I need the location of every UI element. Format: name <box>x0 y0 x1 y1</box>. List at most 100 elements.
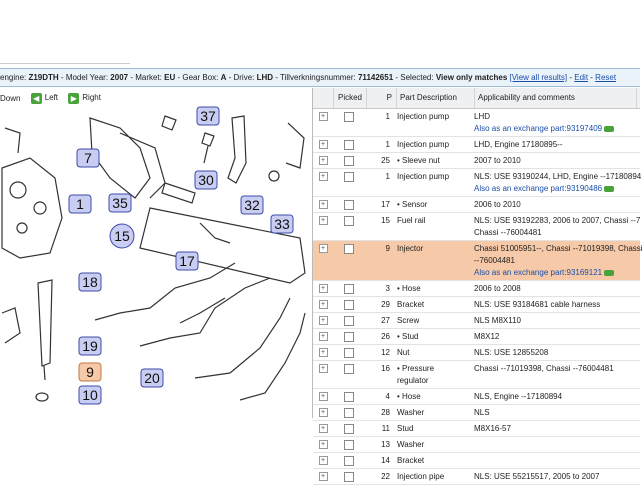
callout-19[interactable]: 19 <box>78 336 102 356</box>
edit-link[interactable]: Edit <box>574 73 589 82</box>
callout-10[interactable]: 10 <box>78 385 102 405</box>
expand-icon[interactable]: + <box>318 392 328 401</box>
callout-1[interactable]: 1 <box>68 194 92 214</box>
expand-icon[interactable]: + <box>318 440 328 449</box>
exchange-part-link[interactable]: Also as an exchange part:93169121 <box>474 267 632 279</box>
picked-checkbox[interactable] <box>344 300 354 310</box>
expand-icon[interactable]: + <box>318 244 328 253</box>
picked-checkbox[interactable] <box>344 472 354 482</box>
expand-cell: + <box>313 281 333 296</box>
app-col-header[interactable]: Applicability and comments <box>475 88 637 108</box>
callout-20[interactable]: 20 <box>140 368 164 388</box>
callout-label: 19 <box>82 338 98 354</box>
expand-icon[interactable]: + <box>318 200 328 209</box>
picked-checkbox[interactable] <box>344 392 354 402</box>
picked-checkbox[interactable] <box>344 140 354 150</box>
view-all-results-link[interactable]: [View all results] <box>509 73 568 82</box>
picked-checkbox[interactable] <box>344 348 354 358</box>
picked-cell <box>333 297 365 312</box>
expand-icon[interactable]: + <box>318 364 328 373</box>
picked-col-header[interactable]: Picked <box>334 88 367 108</box>
expand-icon[interactable]: + <box>318 408 328 417</box>
callout-32[interactable]: 32 <box>240 195 264 215</box>
applicability-cell: NLS: USE 55215517, 2005 to 2007 <box>474 472 600 481</box>
parts-diagram[interactable]: 37 7 30 35 1 32 33 15 17 18 19 9 20 10 <box>0 106 312 418</box>
picked-checkbox[interactable] <box>344 316 354 326</box>
picked-checkbox[interactable] <box>344 216 354 226</box>
picked-checkbox[interactable] <box>344 364 354 374</box>
callout-7[interactable]: 7 <box>76 148 100 168</box>
expand-icon[interactable]: + <box>318 112 328 121</box>
down-button[interactable]: Down <box>0 93 21 103</box>
callout-box <box>78 362 102 382</box>
picked-checkbox[interactable] <box>344 244 354 254</box>
callout-35[interactable]: 35 <box>108 193 132 213</box>
right-button[interactable]: ▶Right <box>68 89 101 107</box>
picked-checkbox[interactable] <box>344 408 354 418</box>
callout-15[interactable]: 15 <box>109 223 135 249</box>
reset-link[interactable]: Reset <box>595 73 617 82</box>
pane-divider[interactable] <box>312 88 313 418</box>
callout-33[interactable]: 33 <box>270 214 294 234</box>
callout-box <box>68 194 92 214</box>
desc-col-header[interactable]: Part Description <box>397 88 475 108</box>
exchange-part-link[interactable]: Also as an exchange part:93197409 <box>474 123 632 135</box>
callout-30[interactable]: 30 <box>194 170 218 190</box>
picked-checkbox[interactable] <box>344 440 354 450</box>
expand-icon[interactable]: + <box>318 300 328 309</box>
picked-checkbox[interactable] <box>344 332 354 342</box>
applicability-cell: NLS: USE 93184681 cable harness <box>474 300 601 309</box>
expand-cell: + <box>313 213 333 240</box>
picked-cell <box>333 345 365 360</box>
callout-9[interactable]: 9 <box>78 362 102 382</box>
picked-checkbox[interactable] <box>344 112 354 122</box>
expand-icon[interactable]: + <box>318 284 328 293</box>
expand-icon[interactable]: + <box>318 216 328 225</box>
expand-cell: + <box>313 109 333 136</box>
expand-icon[interactable]: + <box>318 424 328 433</box>
callout-18[interactable]: 18 <box>78 272 102 292</box>
expand-icon[interactable]: + <box>318 156 328 165</box>
expand-icon[interactable]: + <box>318 140 328 149</box>
expand-icon[interactable]: + <box>318 348 328 357</box>
info-value: Z19DTH <box>28 73 59 82</box>
picked-cell <box>333 153 365 168</box>
expand-icon[interactable]: + <box>318 472 328 481</box>
pos-col-header[interactable]: P <box>367 88 397 108</box>
picked-checkbox[interactable] <box>344 172 354 182</box>
picked-checkbox[interactable] <box>344 156 354 166</box>
expand-icon[interactable]: + <box>318 316 328 325</box>
picked-checkbox[interactable] <box>344 456 354 466</box>
picked-checkbox[interactable] <box>344 284 354 294</box>
exchange-part-link[interactable]: Also as an exchange part:93190486 <box>474 183 632 195</box>
callout-17[interactable]: 17 <box>175 251 199 271</box>
callout-37[interactable]: 37 <box>196 106 220 126</box>
picked-checkbox[interactable] <box>344 424 354 434</box>
position-cell: 14 <box>381 456 390 465</box>
expand-icon[interactable]: + <box>318 332 328 341</box>
applicability-cell <box>471 437 632 452</box>
expand-icon[interactable]: + <box>318 172 328 181</box>
expand-icon[interactable]: + <box>318 456 328 465</box>
left-button[interactable]: ◀Left <box>30 89 58 107</box>
picked-checkbox[interactable] <box>344 200 354 210</box>
